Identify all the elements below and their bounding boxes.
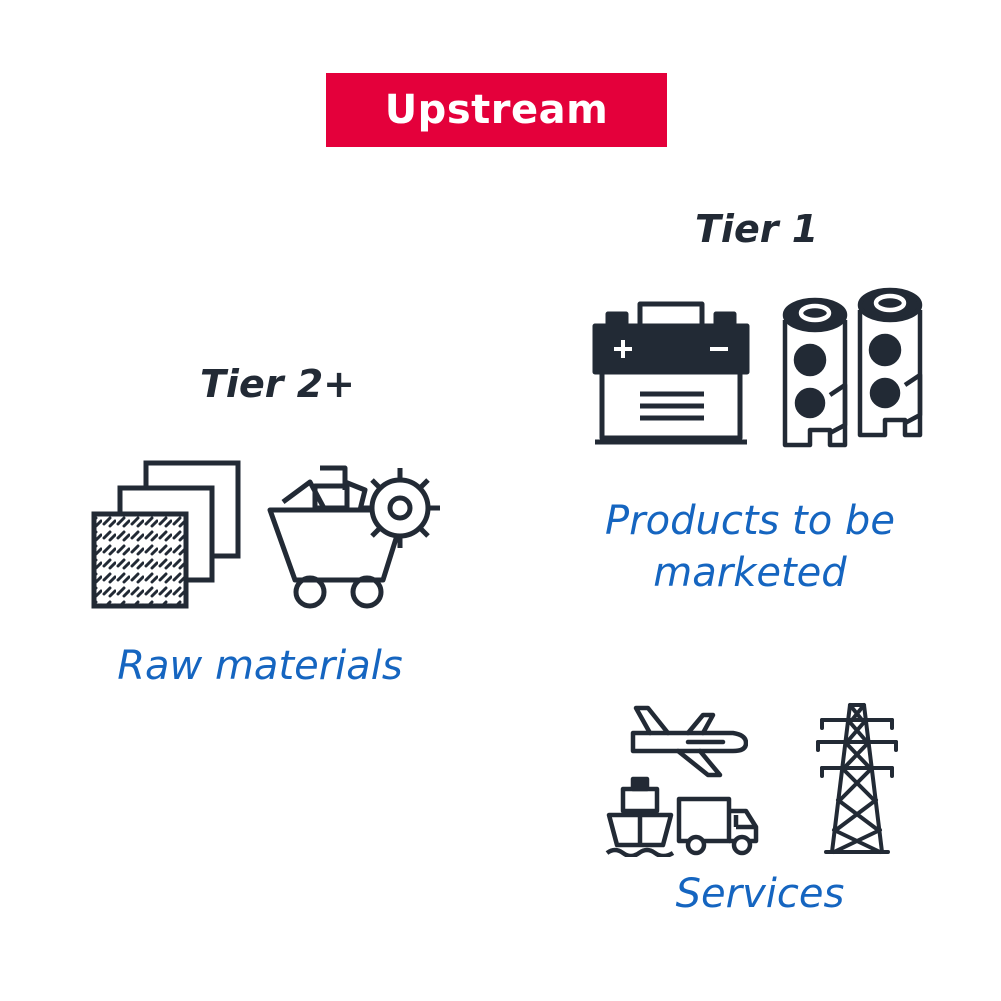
ship-icon [605, 776, 675, 857]
mining-cart-icon [267, 465, 440, 609]
battery-icon [592, 301, 750, 445]
products-caption: Products to be marketed [555, 495, 945, 599]
tier1-title: Tier 1 [695, 207, 819, 251]
page-title: Upstream [384, 87, 609, 133]
material-sheets-icon [91, 460, 241, 609]
expansion-valve-icon [782, 287, 923, 448]
raw-materials-caption: Raw materials [117, 643, 403, 689]
services-caption: Services [675, 871, 845, 917]
airplane-icon [630, 705, 748, 778]
tier2-title: Tier 2+ [200, 362, 355, 406]
truck-icon [676, 796, 759, 856]
power-pylon-icon [816, 703, 898, 854]
upstream-banner: Upstream [326, 73, 667, 147]
products-caption-line2: marketed [653, 550, 847, 596]
products-caption-line1: Products to be [605, 498, 895, 544]
